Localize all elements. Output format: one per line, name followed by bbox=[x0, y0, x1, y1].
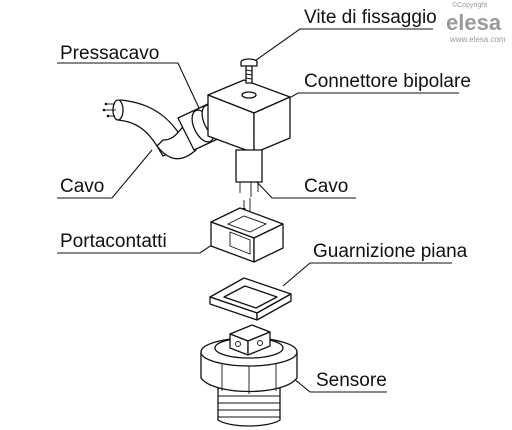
leader-connettore bbox=[271, 92, 459, 109]
flat-gasket-drawing bbox=[209, 277, 292, 321]
leader-lines bbox=[57, 28, 459, 393]
watermark-url: www.elesa.com bbox=[449, 35, 506, 44]
label-guarnizione-piana: Guarnizione piana bbox=[313, 241, 468, 262]
label-portacontatti: Portacontatti bbox=[60, 231, 167, 252]
watermark-copyright: ©Copyright bbox=[452, 1, 487, 9]
label-vite-di-fissaggio: Vite di fissaggio bbox=[304, 7, 437, 28]
connector-drawing bbox=[207, 79, 291, 197]
label-sensore: Sensore bbox=[316, 370, 387, 391]
sensor-drawing bbox=[200, 324, 298, 427]
leader-pressacavo bbox=[57, 62, 200, 109]
leader-cavo-right bbox=[254, 179, 356, 199]
elesa-watermark: ©Copyright elesa www.elesa.com bbox=[446, 1, 506, 44]
label-cavo-left: Cavo bbox=[60, 176, 104, 197]
fixing-screw-drawing bbox=[240, 58, 258, 84]
label-pressacavo: Pressacavo bbox=[60, 43, 159, 64]
leader-guarnizione bbox=[282, 262, 452, 287]
label-connettore-bipolare: Connettore bipolare bbox=[304, 71, 471, 92]
contact-holder-drawing bbox=[210, 198, 284, 263]
leader-vite bbox=[251, 28, 433, 64]
watermark-brand: elesa bbox=[446, 10, 502, 35]
leader-cavo-left bbox=[57, 149, 153, 199]
label-cavo-right: Cavo bbox=[304, 176, 348, 197]
cable-drawing bbox=[102, 99, 197, 160]
